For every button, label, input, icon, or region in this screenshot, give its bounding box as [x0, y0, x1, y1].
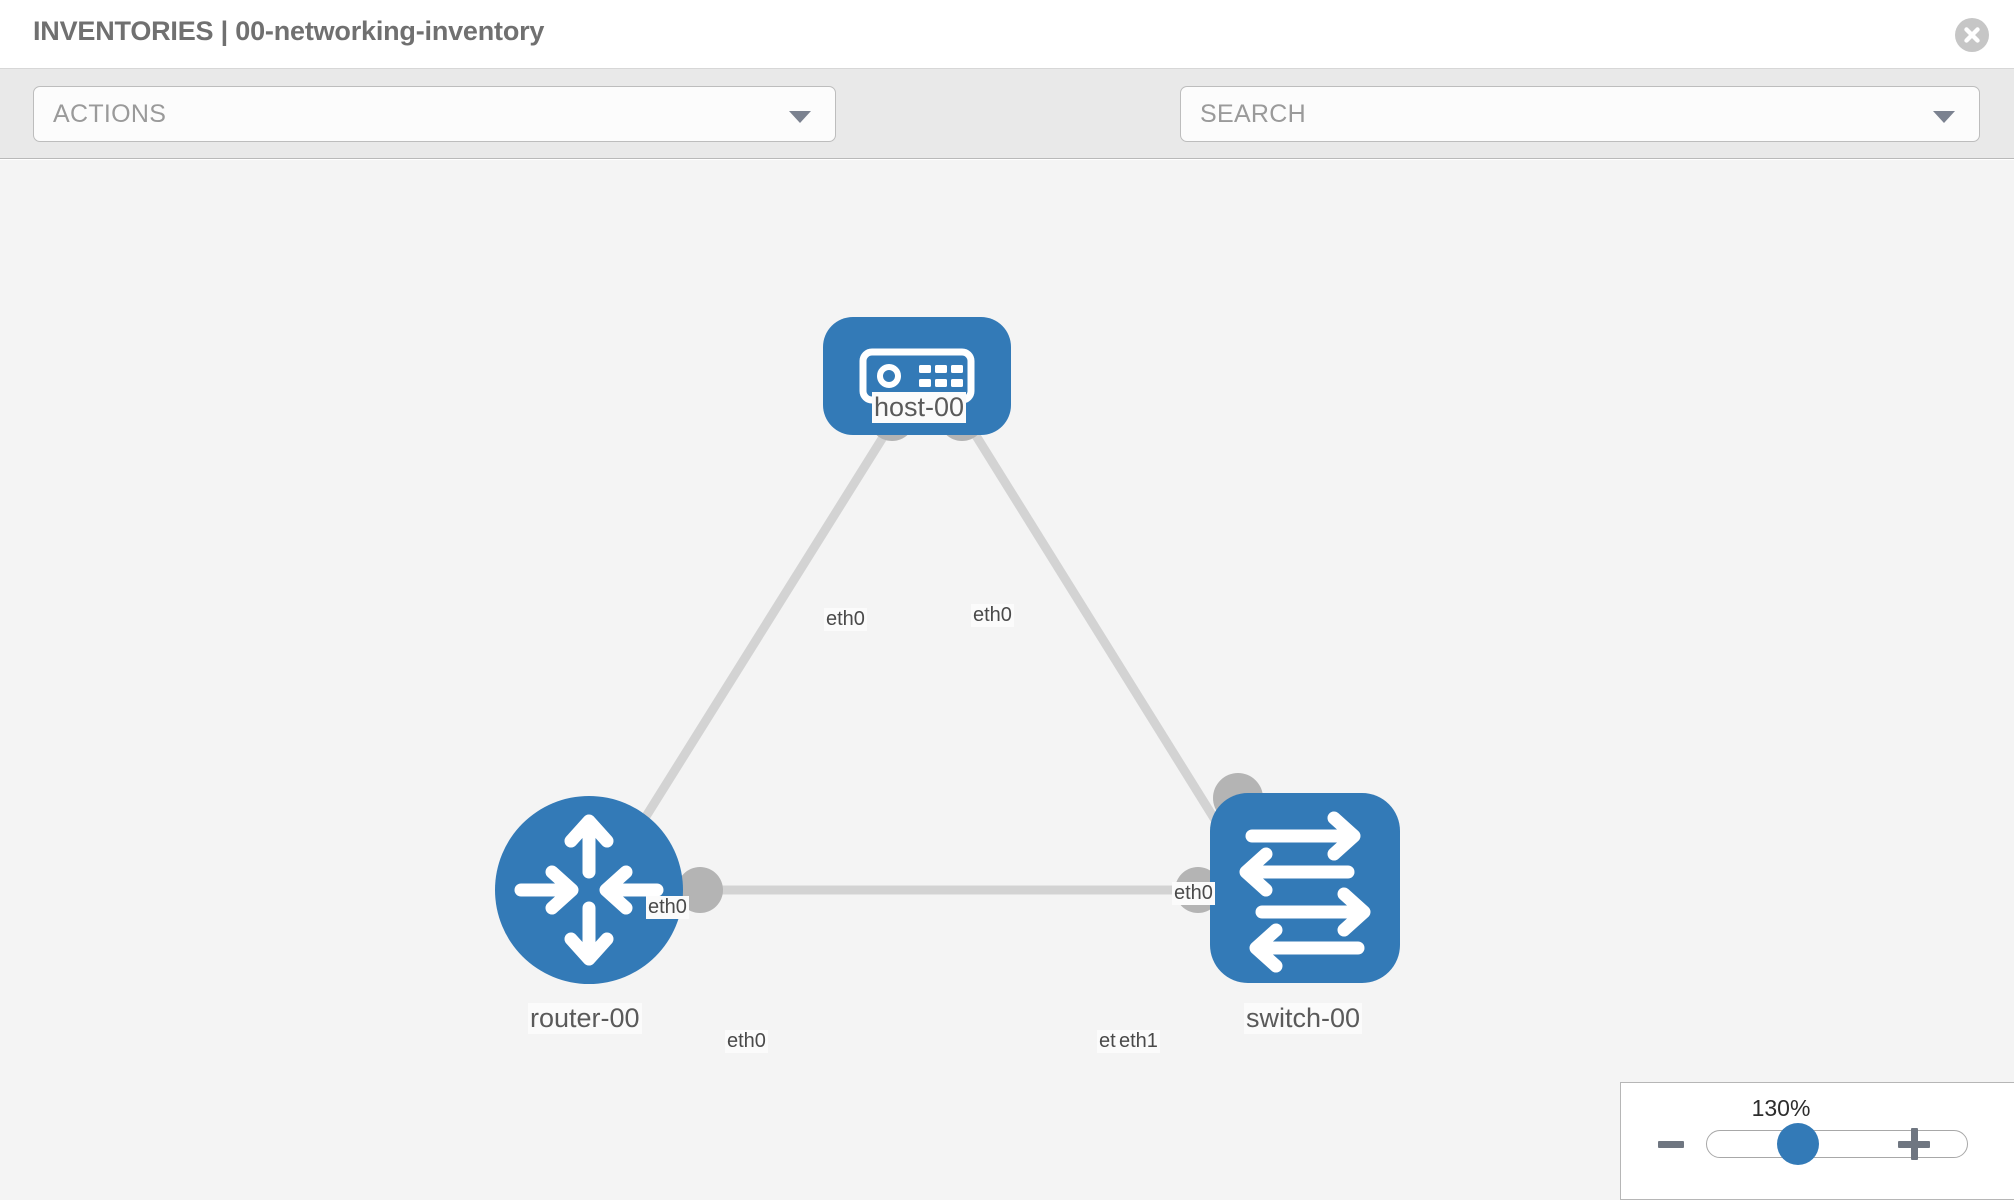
close-circle-icon[interactable]	[1955, 18, 1989, 52]
link-host-switch[interactable]	[956, 407, 1244, 863]
page-header: INVENTORIES | 00-networking-inventory	[0, 0, 2014, 69]
link-host-router[interactable]	[596, 407, 904, 893]
toolbar: ACTIONS SEARCH	[0, 69, 2014, 200]
chevron-down-icon[interactable]	[1933, 111, 1955, 123]
minus-icon[interactable]	[1658, 1141, 1684, 1148]
node-router-00[interactable]	[495, 796, 683, 984]
zoom-slider-track[interactable]	[1706, 1130, 1968, 1158]
topology-canvas[interactable]: host-00 router-00 switch-00 eth0 eth0 et…	[0, 160, 2014, 1200]
chevron-down-icon	[789, 111, 811, 123]
interface-label: eth0	[1172, 882, 1215, 905]
page-title: INVENTORIES | 00-networking-inventory	[33, 16, 545, 46]
actions-dropdown[interactable]: ACTIONS	[33, 86, 836, 142]
topology-graph	[495, 317, 1400, 984]
node-switch-00[interactable]	[1210, 793, 1400, 983]
interface-label: eth0	[646, 896, 689, 919]
search-placeholder: SEARCH	[1200, 100, 1306, 128]
interface-label: eth1	[1117, 1030, 1160, 1053]
plus-icon[interactable]	[1898, 1128, 1930, 1160]
zoom-control-panel: 130%	[1620, 1082, 2014, 1200]
actions-dropdown-label: ACTIONS	[53, 100, 167, 128]
topology-links	[596, 407, 1245, 895]
interface-label: eth0	[971, 604, 1014, 627]
node-label-host-00: host-00	[872, 392, 967, 423]
zoom-slider-thumb[interactable]	[1777, 1123, 1819, 1165]
topology-sockets	[677, 395, 1263, 913]
interface-label: eth0	[725, 1030, 768, 1053]
node-label-router-00: router-00	[528, 1003, 642, 1034]
node-label-switch-00: switch-00	[1244, 1003, 1363, 1034]
zoom-level-label: 130%	[1751, 1095, 1811, 1121]
interface-label: eth0	[824, 608, 867, 631]
search-input[interactable]: SEARCH	[1180, 86, 1980, 142]
